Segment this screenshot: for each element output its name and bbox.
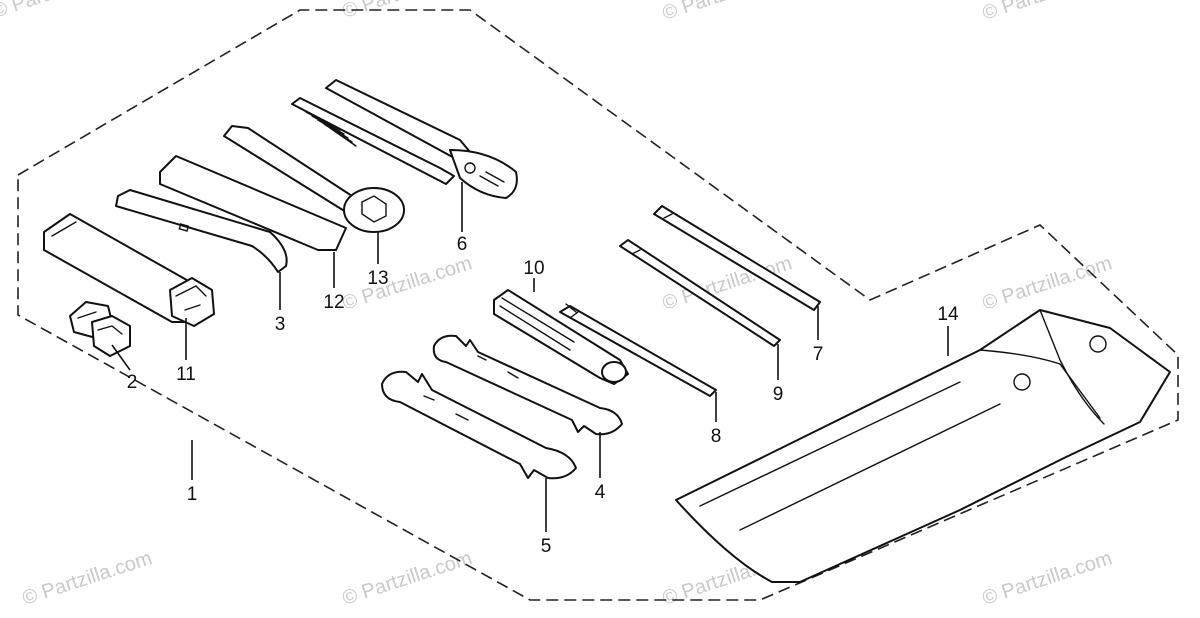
watermark: © Partzilla.com (340, 547, 475, 610)
callout-2: 2 (127, 372, 138, 393)
callout-6: 6 (457, 234, 468, 255)
watermark: © Partzilla.com (980, 252, 1115, 315)
callout-9: 9 (773, 384, 784, 405)
screwdriver-bit-long-part (559, 303, 717, 397)
screwdriver-bit-mid-part (619, 239, 781, 347)
kit-boundary-outline (17, 9, 1179, 601)
watermark: © Partzilla.com (0, 0, 125, 23)
callout-5: 5 (541, 536, 552, 557)
watermark: © Partzilla.com (980, 0, 1115, 25)
callout-12: 12 (323, 292, 344, 313)
open-end-wrench-large-part (381, 370, 577, 480)
watermark: © Partzilla.com (660, 0, 795, 25)
callout-4: 4 (595, 482, 606, 503)
open-end-wrench-small-part (432, 334, 623, 436)
leader-lines (111, 182, 949, 532)
callout-8: 8 (711, 426, 722, 447)
callout-1: 1 (187, 484, 198, 505)
callout-labels: 1 2 3 4 5 6 7 8 9 10 11 12 13 14 (127, 234, 959, 557)
watermark: © Partzilla.com (340, 252, 475, 315)
tool-bag-part (675, 309, 1171, 583)
pliers-part (291, 79, 518, 199)
watermark: © Partzilla.com (980, 547, 1115, 610)
screwdriver-grip-part (493, 289, 629, 385)
callout-3: 3 (275, 314, 286, 335)
watermark: © Partzilla.com (340, 0, 475, 23)
callout-10: 10 (523, 258, 544, 279)
screwdriver-bit-short-part (653, 205, 821, 311)
callout-13: 13 (367, 268, 388, 289)
callout-7: 7 (813, 344, 824, 365)
ring-spanner-part (223, 125, 405, 233)
pin-spanner-part (115, 189, 288, 273)
box-spanner-part (43, 213, 215, 327)
callout-14: 14 (937, 304, 959, 325)
callout-11: 11 (176, 364, 196, 385)
watermark: © Partzilla.com (20, 547, 155, 610)
socket-adapter-part (69, 301, 131, 357)
screwdriver-handle-part (159, 155, 347, 251)
